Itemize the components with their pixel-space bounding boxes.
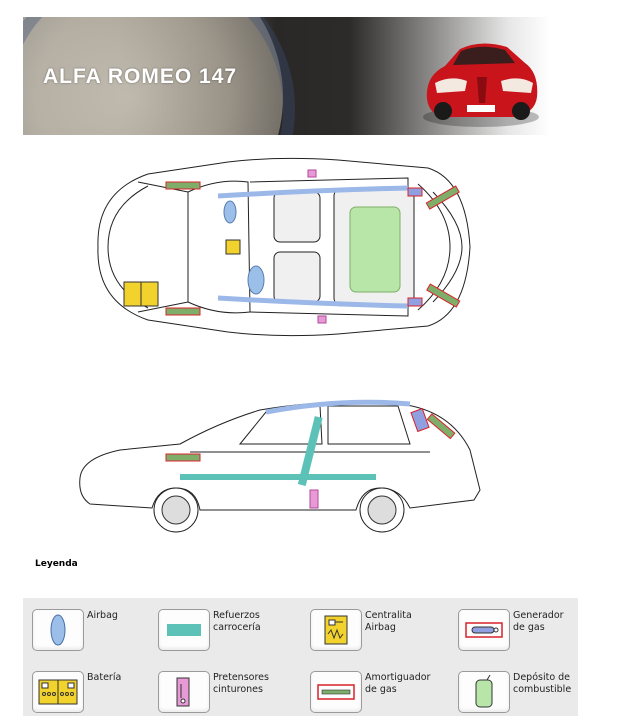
car-top-view-diagram	[97, 157, 471, 337]
airbag-icon	[32, 609, 84, 651]
legend-title: Leyenda	[35, 559, 78, 569]
banner-title: ALFA ROMEO 147	[43, 65, 238, 88]
battery-icon	[32, 671, 84, 713]
roof-rail-right	[217, 295, 409, 309]
gas-generator-icon	[458, 609, 510, 651]
legend-label: Pretensores cinturones	[213, 672, 269, 695]
legend-label: Centralita Airbag	[365, 610, 412, 633]
belt-pretensioner-icon	[158, 671, 210, 713]
gas-strut-icon	[310, 671, 362, 713]
car-photo-icon	[423, 43, 539, 127]
body-reinforcement-icon	[158, 609, 210, 651]
legend-label: Depósito de combustible	[513, 672, 572, 695]
legend-item-centralita: Centralita Airbag	[301, 602, 451, 651]
legend-item-amortiguador: Amortiguador de gas	[301, 664, 451, 713]
legend-label: Generador de gas	[513, 610, 564, 633]
legend-item-bateria: Batería	[23, 664, 173, 713]
legend-label: Batería	[87, 672, 122, 683]
airbag-control-unit-icon	[310, 609, 362, 651]
header-banner: ALFA ROMEO 147	[23, 17, 550, 135]
legend-label: Airbag	[87, 610, 118, 621]
roof-rail-left	[217, 185, 409, 199]
fuel-tank-icon	[458, 671, 510, 713]
legend-item-airbag: Airbag	[23, 602, 173, 651]
legend-panel: Airbag Refuerzos carrocería Centralita A…	[23, 598, 578, 716]
legend-label: Amortiguador de gas	[365, 672, 431, 695]
legend-item-deposito: Depósito de combustible	[449, 664, 599, 713]
legend-item-pretensores: Pretensores cinturones	[149, 664, 299, 713]
legend-item-generador: Generador de gas	[449, 602, 599, 651]
legend-label: Refuerzos carrocería	[213, 610, 261, 633]
legend-item-refuerzos: Refuerzos carrocería	[149, 602, 299, 651]
car-side-view-diagram	[79, 399, 481, 533]
fuel-tank-shape	[349, 206, 401, 293]
